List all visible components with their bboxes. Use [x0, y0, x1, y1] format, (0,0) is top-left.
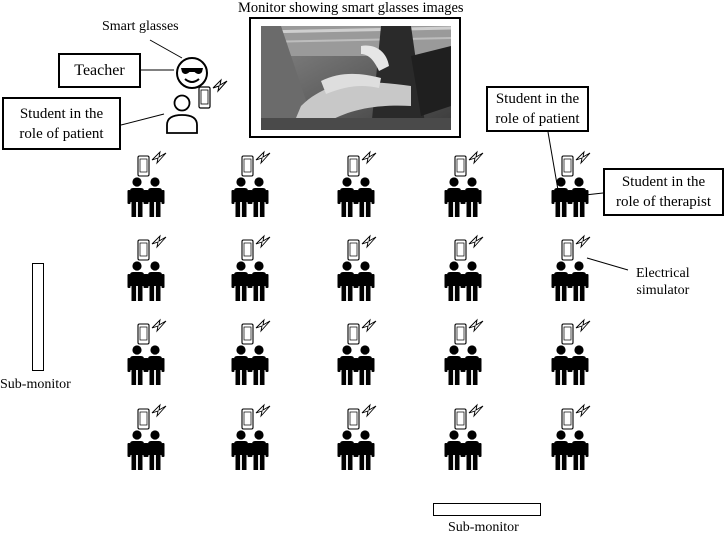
- two-people-icon: [551, 261, 589, 301]
- student-pair-group: [125, 234, 185, 302]
- smart-glasses-label: Smart glasses: [102, 19, 179, 34]
- student-pair-group: [229, 403, 289, 471]
- two-people-icon: [337, 261, 375, 301]
- student-patient-label-left: Student in the role of patient: [19, 105, 104, 142]
- phone-with-lightning-icon: [454, 234, 484, 261]
- student-pair-group: [549, 234, 609, 302]
- phone-with-lightning-icon: [561, 150, 591, 177]
- student-pair-group: [335, 234, 395, 302]
- leader-student-therapist: [575, 192, 604, 197]
- phone-with-lightning-icon: [241, 234, 271, 261]
- smiley-with-sunglasses-icon: [176, 57, 208, 89]
- phone-with-lightning-icon: [347, 403, 377, 430]
- student-pair-group: [125, 318, 185, 386]
- student-pair-group: [442, 150, 502, 218]
- student-pair-group: [229, 234, 289, 302]
- two-people-icon: [444, 345, 482, 385]
- phone-with-lightning-icon: [454, 318, 484, 345]
- student-pair-group: [229, 318, 289, 386]
- two-people-icon: [231, 261, 269, 301]
- two-people-icon: [231, 430, 269, 470]
- phone-with-lightning-icon: [347, 150, 377, 177]
- two-people-icon: [231, 345, 269, 385]
- sub-monitor-bottom: [433, 503, 541, 516]
- two-people-icon: [127, 345, 165, 385]
- student-patient-box-left: Student in the role of patient: [2, 97, 121, 150]
- phone-with-lightning-icon: [137, 403, 167, 430]
- student-pair-group: [229, 150, 289, 218]
- sub-monitor-left-label: Sub-monitor: [0, 377, 71, 392]
- two-people-icon: [337, 430, 375, 470]
- person-outline-icon: [166, 94, 198, 134]
- student-therapist-box: Student in the role of therapist: [603, 168, 724, 216]
- phone-with-lightning-icon: [561, 234, 591, 261]
- phone-with-lightning-icon: [561, 403, 591, 430]
- phone-with-lightning-icon: [137, 234, 167, 261]
- phone-with-lightning-icon: [137, 150, 167, 177]
- phone-with-lightning-icon: [241, 150, 271, 177]
- student-pair-group: [125, 403, 185, 471]
- phone-with-lightning-icon: [454, 403, 484, 430]
- two-people-icon: [337, 177, 375, 217]
- student-pair-group: [549, 150, 609, 218]
- two-people-icon: [127, 430, 165, 470]
- sub-monitor-bottom-label: Sub-monitor: [448, 520, 519, 535]
- phone-with-lightning-icon: [137, 318, 167, 345]
- student-pair-group: [442, 234, 502, 302]
- student-pair-group: [549, 318, 609, 386]
- two-people-icon: [551, 430, 589, 470]
- two-people-icon: [444, 261, 482, 301]
- teacher-label: Teacher: [74, 61, 125, 79]
- phone-with-lightning-icon: [347, 234, 377, 261]
- leader-student-patient-right: [547, 131, 559, 191]
- leader-student-patient-left: [120, 113, 165, 126]
- electrical-simulator-label: Electrical simulator: [636, 266, 690, 298]
- student-patient-box-right: Student in the role of patient: [486, 86, 589, 132]
- phone-with-lightning-icon: [198, 78, 228, 109]
- leader-electrical-simulator: [586, 257, 629, 271]
- sub-monitor-left: [32, 263, 44, 371]
- student-therapist-label: Student in the role of therapist: [616, 174, 711, 210]
- two-people-icon: [337, 345, 375, 385]
- student-pair-group: [442, 403, 502, 471]
- phone-with-lightning-icon: [241, 403, 271, 430]
- two-people-icon: [127, 261, 165, 301]
- student-pair-group: [335, 403, 395, 471]
- smart-glasses-image: [261, 26, 451, 130]
- phone-with-lightning-icon: [241, 318, 271, 345]
- student-pair-group: [335, 150, 395, 218]
- student-patient-label-right: Student in the role of patient: [495, 91, 580, 127]
- student-pair-group: [549, 403, 609, 471]
- two-people-icon: [444, 430, 482, 470]
- two-people-icon: [231, 177, 269, 217]
- main-monitor: [249, 17, 461, 138]
- student-pair-group: [125, 150, 185, 218]
- teacher-box: Teacher: [58, 53, 141, 88]
- two-people-icon: [551, 345, 589, 385]
- two-people-icon: [127, 177, 165, 217]
- monitor-caption: Monitor showing smart glasses images: [238, 0, 464, 16]
- student-pair-group: [335, 318, 395, 386]
- phone-with-lightning-icon: [561, 318, 591, 345]
- two-people-icon: [551, 177, 589, 217]
- leader-smart-glasses: [149, 39, 183, 59]
- phone-with-lightning-icon: [454, 150, 484, 177]
- student-pair-group: [442, 318, 502, 386]
- phone-with-lightning-icon: [347, 318, 377, 345]
- two-people-icon: [444, 177, 482, 217]
